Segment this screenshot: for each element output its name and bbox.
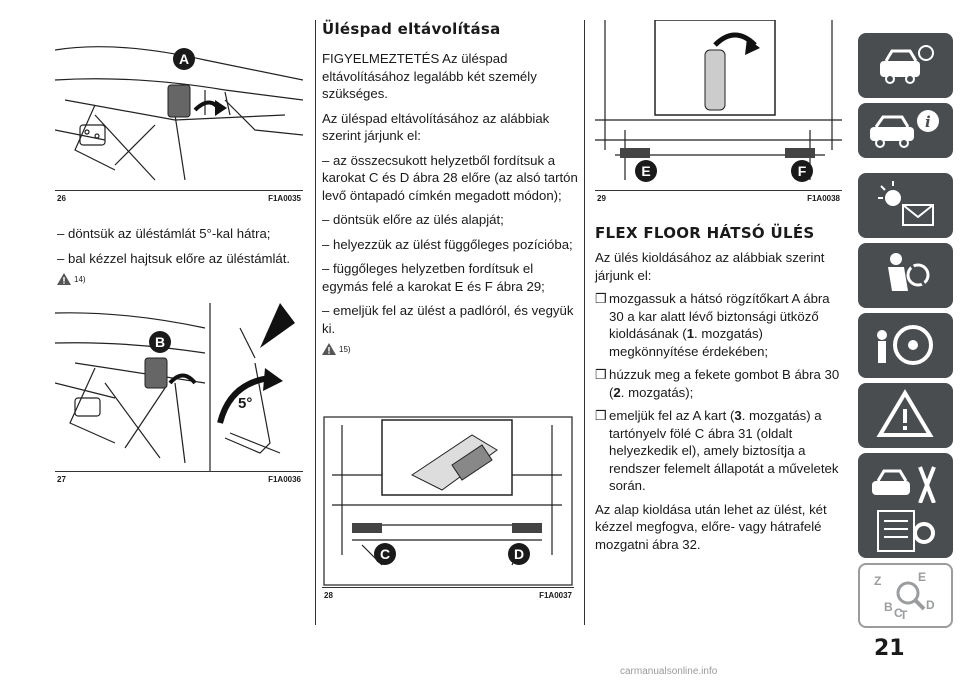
warning-reference: 15) bbox=[322, 343, 580, 355]
checkbox-bullet-icon: ❒ bbox=[595, 408, 607, 423]
column-1-text: – döntsük az üléstámlát 5°-kal hátra; – … bbox=[57, 225, 307, 285]
list-item: ❒ mozgassuk a hátsó rögzítőkart A ábra 3… bbox=[595, 290, 845, 360]
figure-number: 26 bbox=[57, 194, 66, 203]
car-info-icon: i bbox=[870, 110, 939, 148]
dashboard-car-icon bbox=[880, 45, 934, 84]
paragraph: – az összecsukott helyzetből fordítsuk a… bbox=[322, 152, 578, 203]
paragraph: FIGYELMEZTETÉS Az üléspad eltávolításáho… bbox=[322, 51, 537, 101]
figure-code: F1A0038 bbox=[807, 194, 840, 203]
sidebar-tab-safety[interactable] bbox=[858, 243, 953, 308]
figure-29-caption: 29 F1A0038 bbox=[597, 194, 840, 206]
list-item-text: mozgassuk a hátsó rögzítőkart A ábra 30 … bbox=[609, 291, 830, 359]
warning-ref-text: 15) bbox=[339, 344, 351, 354]
list-item: ❒ emeljük fel az A kart (3. mozgatás) a … bbox=[595, 407, 845, 495]
car-service-icon bbox=[872, 466, 936, 504]
callout-a: A bbox=[173, 48, 195, 70]
section-heading: Üléspad eltávolítása bbox=[322, 20, 501, 38]
page-number: 21 bbox=[874, 636, 905, 661]
figure-28-caption: 28 F1A0037 bbox=[324, 591, 572, 603]
figure-code: F1A0035 bbox=[268, 194, 301, 203]
figure-number: 27 bbox=[57, 475, 66, 484]
sidebar-tab-car-info[interactable]: i bbox=[858, 103, 953, 158]
svg-text:D: D bbox=[926, 598, 935, 612]
callout-f: F bbox=[791, 160, 813, 182]
warning-icon bbox=[322, 343, 336, 355]
figure-26-rule bbox=[55, 190, 303, 191]
airbag-person-icon bbox=[888, 253, 930, 292]
column-divider bbox=[584, 20, 585, 625]
figure-28-rule bbox=[322, 587, 574, 588]
sidebar-tab-dashboard[interactable] bbox=[858, 33, 953, 98]
steering-wheel-icon bbox=[877, 325, 933, 365]
warning-ref-text: 14) bbox=[74, 274, 86, 284]
sidebar-tab-starting-driving[interactable] bbox=[858, 313, 953, 378]
figure-27-rule bbox=[55, 471, 303, 472]
list-item-text: húzzuk meg a fekete gombot B ábra 30 (2.… bbox=[609, 367, 840, 400]
paragraph: – döntsük előre az ülés alapját; bbox=[322, 212, 504, 227]
footer-watermark: carmanualsonline.info bbox=[620, 666, 718, 677]
instruction-line: – döntsük az üléstámlát 5°-kal hátra; bbox=[57, 226, 271, 241]
figure-26: A bbox=[55, 20, 303, 190]
figure-27: B 5° bbox=[55, 303, 303, 471]
paragraph: Az ülés kioldásához az alábbiak szerint … bbox=[595, 250, 825, 283]
callout-b: B bbox=[149, 331, 171, 353]
svg-text:E: E bbox=[918, 570, 926, 584]
paragraph: – helyezzük az ülést függőleges pozíciób… bbox=[322, 236, 573, 252]
list-item-text: emeljük fel az A kart (3. mozgatás) a ta… bbox=[609, 408, 839, 493]
checkbox-bullet-icon: ❒ bbox=[595, 367, 607, 382]
figure-number: 28 bbox=[324, 591, 333, 600]
paragraph: – emeljük fel az ülést a padlóról, és ve… bbox=[322, 303, 574, 336]
paragraph: – függőleges helyzetben fordítsuk el egy… bbox=[322, 261, 545, 294]
callout-d: D bbox=[508, 543, 530, 565]
figure-29-rule bbox=[595, 190, 842, 191]
paragraph: Az alap kioldása után lehet az ülést, ké… bbox=[595, 501, 827, 552]
callout-e: E bbox=[635, 160, 657, 182]
warning-reference: 14) bbox=[57, 273, 307, 285]
svg-text:i: i bbox=[925, 113, 931, 131]
column-3-text: FLEX FLOOR HÁTSÓ ÜLÉS Az ülés kioldásáho… bbox=[595, 226, 845, 553]
svg-text:B: B bbox=[884, 600, 893, 614]
paragraph: Az üléspad eltávolításához az alábbiak s… bbox=[322, 110, 550, 144]
figure-code: F1A0036 bbox=[268, 475, 301, 484]
sidebar-tab-technical-data[interactable] bbox=[858, 503, 953, 558]
sidebar-tab-warning-lights[interactable] bbox=[858, 173, 953, 238]
list-item: ❒ húzzuk meg a fekete gombot B ábra 30 (… bbox=[595, 366, 845, 401]
svg-text:Z: Z bbox=[874, 574, 881, 588]
svg-text:T: T bbox=[900, 608, 908, 622]
checkbox-bullet-icon: ❒ bbox=[595, 291, 607, 306]
warning-icon bbox=[57, 273, 71, 285]
figure-29: E F bbox=[595, 20, 842, 190]
section-heading: FLEX FLOOR HÁTSÓ ÜLÉS bbox=[595, 224, 815, 242]
column-2-text: Üléspad eltávolítása FIGYELMEZTETÉS Az ü… bbox=[322, 20, 580, 355]
specs-gear-icon bbox=[877, 510, 935, 552]
index-alphabet-icon: Z E B D TC bbox=[874, 570, 935, 622]
figure-28: C D bbox=[322, 415, 574, 587]
svg-text:C: C bbox=[894, 606, 903, 620]
sidebar-tab-emergency[interactable] bbox=[858, 383, 953, 448]
instruction-line: – bal kézzel hajtsuk előre az üléstámlát… bbox=[57, 250, 291, 266]
figure-26-caption: 26 F1A0035 bbox=[57, 194, 301, 206]
warning-light-mail-icon bbox=[878, 181, 934, 226]
figure-27-caption: 27 F1A0036 bbox=[57, 475, 301, 487]
figure-code: F1A0037 bbox=[539, 591, 572, 600]
figure-number: 29 bbox=[597, 194, 606, 203]
column-divider bbox=[315, 20, 316, 625]
callout-c: C bbox=[374, 543, 396, 565]
emergency-triangle-icon bbox=[876, 389, 934, 437]
angle-label: 5° bbox=[238, 395, 253, 412]
